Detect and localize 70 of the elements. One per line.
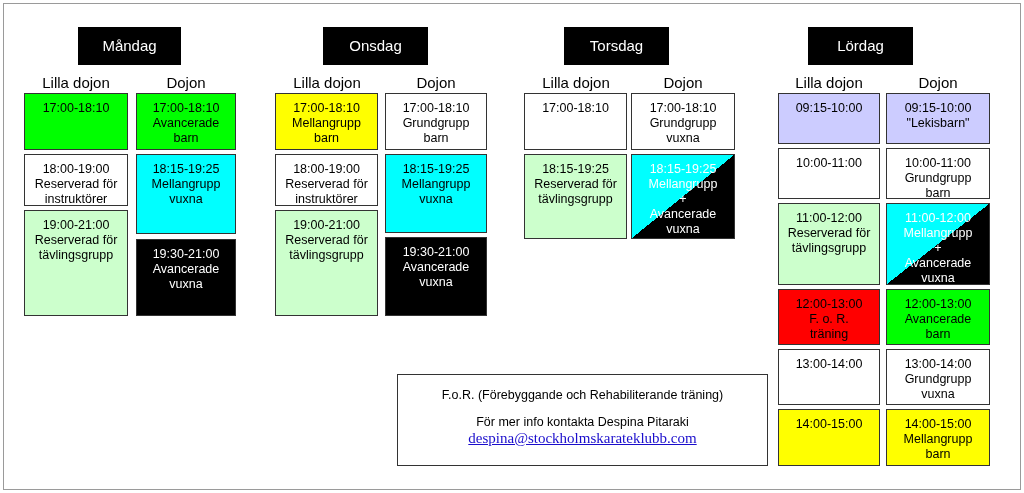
column-heading: Dojon [416, 74, 456, 92]
time-slot-box [136, 239, 236, 316]
time-slot-box [524, 154, 627, 239]
day-header: Måndag [78, 27, 181, 65]
slot-text: 09:15-10:00 "Lekisbarn" [903, 101, 973, 131]
day-header: Lördag [808, 27, 913, 65]
info-text: F.o.R. (Förebyggande och Rehabiliterande träning) [441, 388, 724, 403]
column-heading: Lilla dojon [542, 74, 610, 92]
slot-text: 17:00-18:10 [542, 101, 609, 116]
slot-text: 17:00-18:10 [42, 101, 110, 116]
slot-text: 10:00-11:00 Grundgrupp barn [903, 156, 973, 201]
slot-text: 17:00-18:10 Grundgrupp vuxna [648, 101, 718, 146]
slot-text: 18:00-19:00 Reserverad för instruktörer [284, 162, 369, 207]
time-slot-box [275, 210, 378, 316]
slot-text: 18:15-19:25 Mellangrupp vuxna [400, 162, 472, 207]
time-slot-box [275, 154, 378, 206]
time-slot-box [778, 148, 880, 199]
column-heading: Lilla dojon [795, 74, 863, 92]
info-text: För mer info kontakta Despina Pitaraki [476, 415, 689, 430]
day-header: Onsdag [323, 27, 428, 65]
slot-text: 13:00-14:00 [795, 357, 863, 372]
time-slot-box [136, 154, 236, 234]
time-slot-box [778, 93, 880, 144]
slot-text: 19:30-21:00 Avancerade vuxna [401, 245, 471, 290]
time-slot-box [778, 409, 880, 466]
time-slot-box [631, 154, 735, 239]
slot-text: 19:00-21:00 Reserverad för tävlingsgrupp [284, 218, 369, 263]
slot-text: 18:00-19:00 Reserverad för instruktörer [33, 162, 119, 207]
time-slot-box [524, 93, 627, 150]
slot-text: 12:00-13:00 F. o. R. träning [794, 297, 864, 342]
slot-text: 17:00-18:10 Avancerade barn [151, 101, 221, 146]
time-slot-box [886, 409, 990, 466]
time-slot-box [136, 93, 236, 150]
time-slot-box [385, 93, 487, 150]
time-slot-box [778, 203, 880, 285]
column-heading: Dojon [166, 74, 206, 92]
slot-text: 17:00-18:10 Mellangrupp barn [291, 101, 362, 146]
time-slot-box [886, 349, 990, 405]
slot-text: 19:30-21:00 Avancerade vuxna [151, 247, 221, 292]
time-slot-box [275, 93, 378, 150]
time-slot-box [886, 148, 990, 199]
slot-text: 18:15-19:25 Mellangrupp vuxna [150, 162, 222, 207]
time-slot-box [778, 349, 880, 405]
slot-text: 17:00-18:10 Grundgrupp barn [401, 101, 471, 146]
time-slot-box [385, 237, 487, 316]
slot-text: 11:00-12:00 Reserverad för tävlingsgrupp [787, 211, 871, 256]
time-slot-box [385, 154, 487, 233]
slot-text: 09:15-10:00 [795, 101, 863, 116]
slot-text: 18:15-19:25 Reserverad för tävlingsgrupp [533, 162, 618, 207]
slot-text: 10:00-11:00 [796, 156, 862, 171]
slot-text: 13:00-14:00 Grundgrupp vuxna [903, 357, 973, 402]
time-slot-box [886, 289, 990, 345]
slot-text: 19:00-21:00 Reserverad för tävlingsgrupp [33, 218, 119, 263]
time-slot-box [24, 93, 128, 150]
slot-text: 14:00-15:00 [795, 417, 863, 432]
info-box [397, 374, 768, 466]
slot-text: 12:00-13:00 Avancerade barn [903, 297, 973, 342]
time-slot-box [886, 93, 990, 144]
time-slot-box [24, 154, 128, 206]
column-heading: Lilla dojon [42, 74, 110, 92]
time-slot-box [778, 289, 880, 345]
time-slot-box [886, 203, 990, 285]
day-header: Torsdag [564, 27, 669, 65]
slot-text: 14:00-15:00 Mellangrupp barn [902, 417, 974, 462]
column-heading: Dojon [663, 74, 703, 92]
column-heading: Dojon [918, 74, 958, 92]
time-slot-box [631, 93, 735, 150]
email-link: despina@stockholmskarateklubb.com [468, 430, 697, 447]
time-slot-box [24, 210, 128, 316]
column-heading: Lilla dojon [293, 74, 361, 92]
